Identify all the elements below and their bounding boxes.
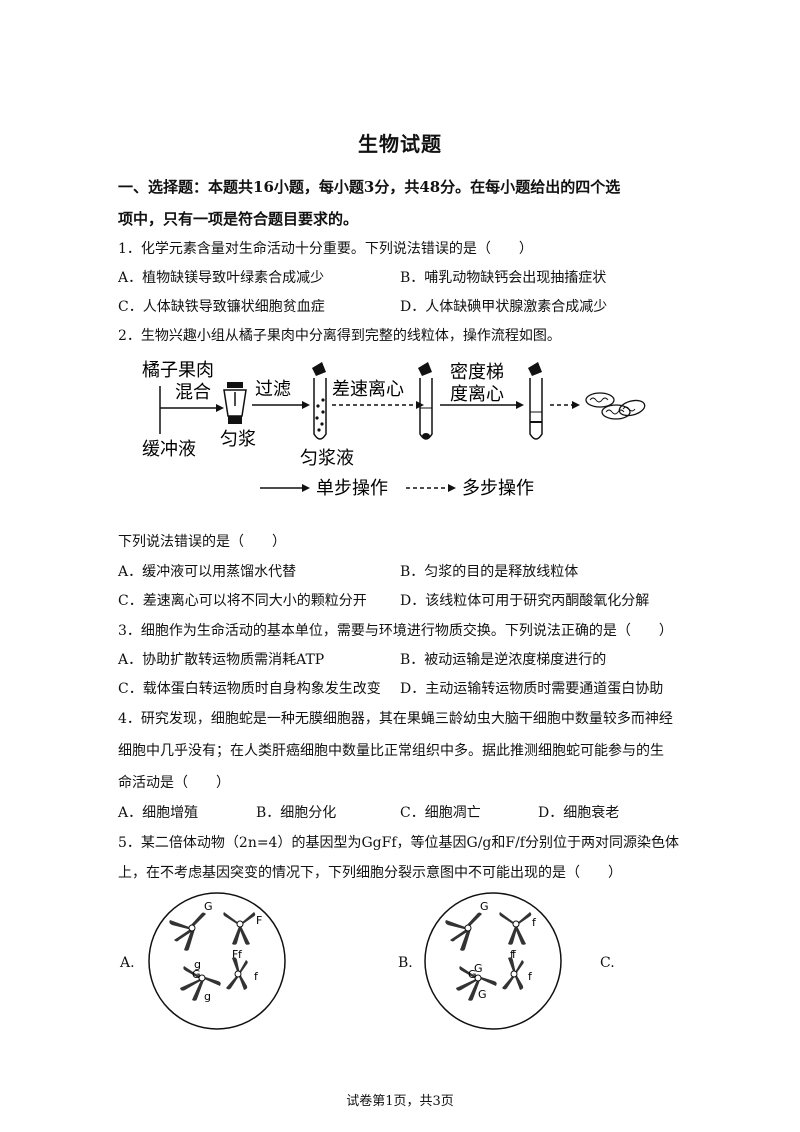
q4-option-a: A．细胞增殖: [118, 805, 199, 821]
cell-a-tr-bottom: F: [232, 948, 238, 961]
cell-a-tl-bottom: g: [194, 958, 201, 971]
q5-line1: 5．某二倍体动物（2n=4）的基因型为GgFf，等位基因G/g和F/f分别位于两…: [118, 835, 679, 851]
q4-line3: 命活动是（ ）: [118, 775, 230, 791]
q3-option-b: B．被动运输是逆浓度梯度进行的: [400, 652, 607, 668]
q1-option-b: B．哺乳动物缺钙会出现抽搐症状: [400, 270, 607, 286]
section-heading-line1: 一、选择题：本题共16小题，每小题3分，共48分。在每小题给出的四个选: [118, 178, 621, 196]
cell-b-tr-top: f: [532, 916, 537, 929]
q2-flow-diagram: 橘子果肉 混合 缓冲液 匀浆 过滤 匀浆液 差速离心 密度梯 度离心: [142, 360, 646, 499]
cell-b-bl-bottom: G: [478, 988, 487, 1001]
cell-diagram-a: G g F F G g f f: [148, 892, 286, 1030]
q5-option-c-label: C.: [600, 955, 615, 971]
section-heading-line2: 项中，只有一项是符合题目要求的。: [118, 210, 359, 228]
q3-option-d: D．主动运输转运物质时需要通道蛋白协助: [400, 681, 664, 697]
mitochondria-icon: [585, 392, 646, 420]
cell-a-bl-bottom: g: [204, 990, 211, 1003]
tube-centrifuge-icon: [418, 362, 433, 440]
cell-b-bl-top: G: [468, 968, 477, 981]
q2-option-a: A．缓冲液可以用蒸馏水代替: [118, 564, 297, 580]
cell-diagram-b: G G f f G G f f: [424, 892, 562, 1030]
q2-stem: 2．生物兴趣小组从橘子果肉中分离得到完整的线粒体，操作流程如图。: [118, 328, 561, 344]
label-density-line2: 度离心: [450, 384, 504, 405]
cell-a-bl-top: G: [192, 968, 201, 981]
cell-b-tl-bottom: G: [474, 962, 483, 975]
q1-option-c: C．人体缺铁导致镰状细胞贫血症: [118, 299, 325, 315]
cell-a-br-top: f: [238, 948, 243, 961]
q2-option-d: D．该线粒体可用于研究丙酮酸氧化分解: [400, 593, 650, 609]
q5-line2: 上，在不考虑基因突变的情况下，下列细胞分裂示意图中不可能出现的是（ ）: [118, 865, 622, 881]
cell-b-tr-bottom: f: [510, 948, 515, 961]
q1-option-d: D．人体缺碘甲状腺激素合成减少: [400, 299, 608, 315]
legend-multi-step: 多步操作: [462, 478, 534, 499]
label-density-line1: 密度梯: [450, 362, 504, 383]
label-filter: 过滤: [255, 379, 291, 400]
label-diff-centrifuge: 差速离心: [332, 379, 404, 400]
cell-b-tl-top: G: [480, 900, 489, 913]
q3-option-c: C．载体蛋白转运物质时自身构象发生改变: [118, 681, 381, 697]
legend-single-step: 单步操作: [316, 478, 388, 499]
q2-option-b: B．匀浆的目的是释放线粒体: [400, 564, 579, 580]
q3-stem: 3．细胞作为生命活动的基本单位，需要与环境进行物质交换。下列说法正确的是（ ）: [118, 623, 673, 639]
q4-option-b: B．细胞分化: [256, 805, 337, 821]
label-homogenate: 匀浆液: [300, 448, 354, 469]
page-footer: 试卷第1页，共3页: [346, 1094, 454, 1109]
label-orange-pulp: 橘子果肉: [142, 360, 214, 381]
cell-a-tl-top: G: [204, 900, 213, 913]
q2-option-c: C．差速离心可以将不同大小的颗粒分开: [118, 593, 367, 609]
blender-icon: [223, 382, 247, 424]
label-buffer: 缓冲液: [142, 439, 196, 460]
q3-option-a: A．协助扩散转运物质需消耗ATP: [118, 652, 325, 668]
q4-line2: 细胞中几乎没有；在人类肝癌细胞中数量比正常组织中多。据此推测细胞蛇可能参与的生: [118, 743, 664, 759]
cell-a-br-bottom: f: [254, 970, 259, 983]
tube-homogenate-icon: [312, 362, 327, 440]
q5-option-a-label: A.: [120, 955, 135, 971]
q4-option-c: C．细胞凋亡: [400, 805, 481, 821]
tube-density-icon: [528, 362, 543, 440]
q4-option-d: D．细胞衰老: [538, 805, 620, 821]
cell-b-br-top: f: [512, 948, 517, 961]
page-title: 生物试题: [358, 132, 442, 156]
cell-b-br-bottom: f: [528, 970, 533, 983]
label-homogenize: 匀浆: [220, 429, 256, 450]
label-mix: 混合: [175, 382, 211, 403]
q1-option-a: A．植物缺镁导致叶绿素合成减少: [118, 270, 325, 286]
q1-stem: 1．化学元素含量对生命活动十分重要。下列说法错误的是（ ）: [118, 241, 533, 257]
cell-a-tr-top: F: [256, 914, 262, 927]
q5-option-b-label: B.: [398, 955, 413, 971]
q4-line1: 4．研究发现，细胞蛇是一种无膜细胞器，其在果蝇三龄幼虫大脑干细胞中数量较多而神经: [118, 711, 673, 727]
q2-sub-stem: 下列说法错误的是（ ）: [118, 534, 286, 550]
